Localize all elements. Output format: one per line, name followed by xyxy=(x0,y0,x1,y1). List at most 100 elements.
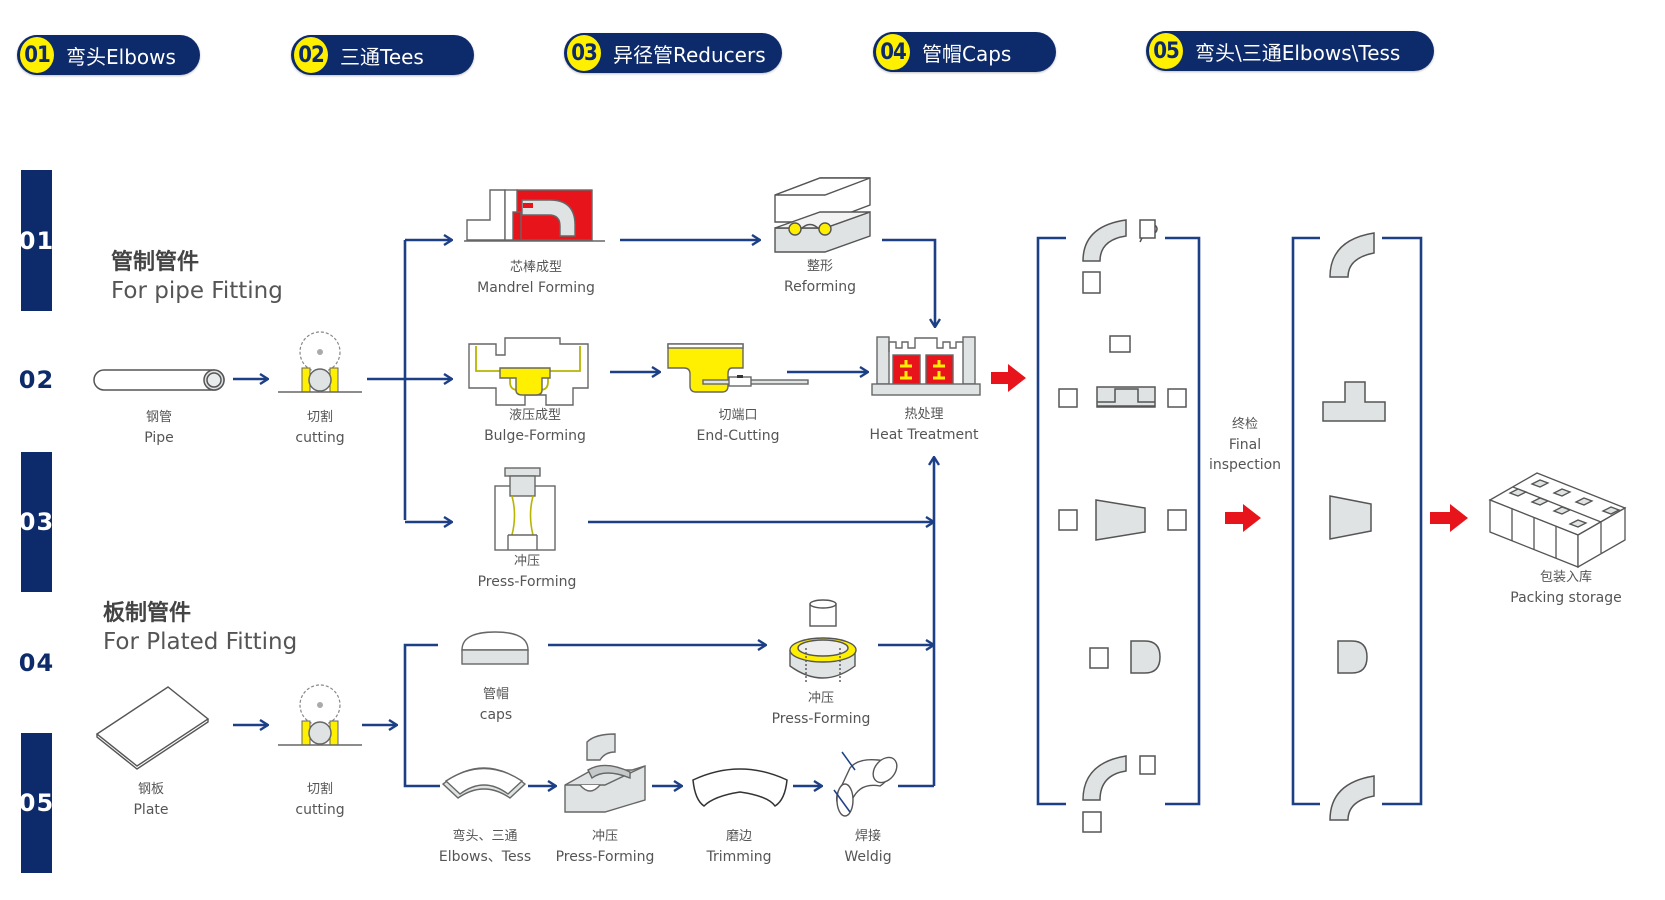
red-flow-arrows xyxy=(991,364,1468,532)
category-badge-caps: 04 管帽Caps xyxy=(873,32,1056,72)
step-label-pipe-cutting: 切割 cutting xyxy=(295,408,344,448)
bracket1-parts xyxy=(1058,219,1187,833)
step-label-plate-cutting: 切割 cutting xyxy=(295,780,344,820)
branch-line-plate xyxy=(403,643,440,788)
step-label-packing: 包装入库 Packing storage xyxy=(1510,568,1621,608)
label-cn: 弯头、三通 xyxy=(452,829,518,844)
step-label-mandrel-forming: 芯棒成型 Mandrel Forming xyxy=(477,258,595,298)
side-tab-05: 05 xyxy=(19,733,53,873)
label-en: cutting xyxy=(295,802,345,818)
elbow-part-icon xyxy=(1329,232,1375,278)
category-badge-elbows: 01 弯头Elbows xyxy=(17,35,200,75)
step-label-bulge-forming: 液压成型 Bulge-Forming xyxy=(484,406,586,446)
section-title-en: For pipe Fitting xyxy=(111,278,283,304)
step-label-caps: 管帽 caps xyxy=(480,685,512,725)
label-en: Trimming xyxy=(706,849,772,865)
label-en: Plate xyxy=(133,802,169,818)
step-label-trimming: 磨边 Trimming xyxy=(706,827,771,867)
flange-part-icon xyxy=(1082,271,1101,294)
trimming-elbow-icon xyxy=(692,768,788,808)
arrow-reforming-to-heat xyxy=(882,238,935,327)
cap-icon xyxy=(461,631,529,665)
label-cn: 冲压 xyxy=(513,554,541,569)
cap-part-icon xyxy=(1130,640,1161,674)
label-en: End-Cutting xyxy=(696,428,780,444)
red-arrow-to-packing xyxy=(1430,504,1468,532)
steel-pipe-icon xyxy=(93,369,225,391)
label-en: Reforming xyxy=(783,279,857,295)
label-cn: 终检 xyxy=(1231,417,1259,432)
elbow-part-icon xyxy=(1082,755,1127,801)
label-cn: 钢管 xyxy=(145,410,172,425)
label-cn: 钢板 xyxy=(137,782,165,797)
step-label-heat-treatment: 热处理 Heat Treatment xyxy=(870,405,979,445)
step-label-elbows-tees: 弯头、三通 Elbows、Tess xyxy=(439,827,531,867)
elbow-segment-icon xyxy=(441,767,527,799)
bracket2-parts xyxy=(1322,232,1386,821)
badge-number: 02 xyxy=(292,35,330,75)
label-en: Press-Forming xyxy=(477,574,577,590)
saw-cutting-icon xyxy=(278,331,362,393)
badge-label: 异径管Reducers xyxy=(613,42,766,67)
flange-part-icon xyxy=(1058,509,1078,531)
flange-part-icon xyxy=(1139,755,1156,775)
badge-label: 弯头Elbows xyxy=(66,44,176,69)
final-parts-bracket xyxy=(1291,236,1423,806)
tee-part-icon xyxy=(1096,386,1156,408)
flange-part-icon xyxy=(1089,647,1109,669)
category-badge-tees: 02 三通Tees xyxy=(291,35,474,75)
press-forming-reducer-icon xyxy=(494,467,556,551)
tee-part-icon xyxy=(1322,381,1386,422)
side-tab-03: 03 xyxy=(19,452,53,592)
heat-treatment-furnace-icon xyxy=(871,336,981,396)
badge-number: 03 xyxy=(565,33,603,73)
elbow-part-icon xyxy=(1082,219,1127,262)
label-en: Packing storage xyxy=(1510,590,1622,606)
step-label-reforming: 整形 Reforming xyxy=(784,257,856,297)
steel-plate-icon xyxy=(95,686,210,770)
label-en: caps xyxy=(479,707,513,723)
flange-part-icon xyxy=(1167,388,1187,408)
section-title-plate: 板制管件 For Plated Fitting xyxy=(103,600,297,656)
reforming-icon xyxy=(774,177,871,253)
flow-connectors xyxy=(233,240,935,786)
red-arrow-to-bracket xyxy=(991,364,1026,392)
section-title-pipe: 管制管件 For pipe Fitting xyxy=(111,249,283,305)
label-cn: 冲压 xyxy=(807,691,835,706)
label-en: Press-Forming xyxy=(771,711,871,727)
badge-number: 04 xyxy=(874,32,912,72)
label-en: Elbows、Tess xyxy=(438,849,532,865)
assembly-bracket xyxy=(1036,236,1201,806)
flange-part-icon xyxy=(1109,335,1131,353)
badge-label: 三通Tees xyxy=(340,44,424,69)
section-title-cn: 管制管件 xyxy=(111,250,200,275)
label-cn: 冲压 xyxy=(591,829,619,844)
badge-label: 管帽Caps xyxy=(922,41,1012,66)
step-label-press-forming-caps: 冲压 Press-Forming xyxy=(772,689,871,729)
welding-elbow-icon xyxy=(833,751,898,817)
label-cn: 管帽 xyxy=(482,687,509,702)
step-label-press-forming-elbows: 冲压 Press-Forming xyxy=(556,827,655,867)
category-badge-reducers: 03 异径管Reducers xyxy=(564,33,782,73)
badge-number: 05 xyxy=(1147,31,1185,71)
label-en: Weldig xyxy=(844,849,892,865)
label-cn: 切割 xyxy=(306,782,334,797)
label-cn: 磨边 xyxy=(725,829,753,844)
step-label-final-inspection: 终检 Final inspection xyxy=(1209,415,1281,475)
label-cn: 切割 xyxy=(306,410,334,425)
elbow-press-forming-icon xyxy=(564,733,646,813)
step-label-welding: 焊接 Weldig xyxy=(844,827,891,867)
label-en: Bulge-Forming xyxy=(484,428,586,444)
caps-press-forming-icon xyxy=(789,599,857,682)
section-title-en: For Plated Fitting xyxy=(103,629,298,655)
flange-part-icon xyxy=(1058,388,1078,408)
label-en: Pipe xyxy=(144,430,174,446)
badge-number: 01 xyxy=(18,35,56,75)
elbow-part-icon xyxy=(1329,775,1375,821)
step-label-press-forming-reducer: 冲压 Press-Forming xyxy=(478,552,577,592)
label-cn: 包装入库 xyxy=(1539,570,1593,585)
label-en: Heat Treatment xyxy=(869,427,979,443)
label-cn: 芯棒成型 xyxy=(509,260,562,275)
label-cn: 热处理 xyxy=(904,407,944,422)
